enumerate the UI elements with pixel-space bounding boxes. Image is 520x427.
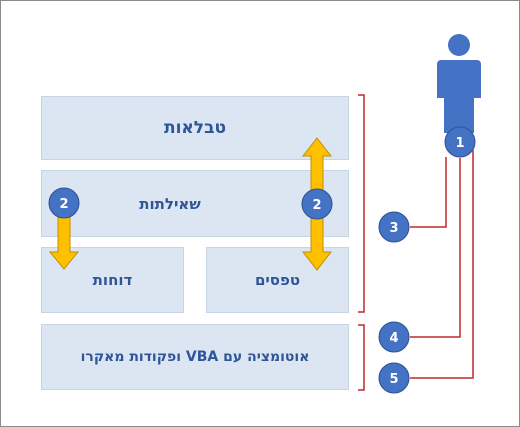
badge-bracket-vba-1: 4 <box>378 321 410 353</box>
bracket-vba <box>358 324 365 391</box>
svg-text:4: 4 <box>389 331 398 346</box>
badge-forms-arrow: 2 <box>301 188 333 220</box>
badge-bracket-top: 3 <box>378 211 410 243</box>
connector-3 <box>410 157 447 228</box>
bracket-top <box>358 94 365 313</box>
svg-text:2: 2 <box>59 197 68 212</box>
svg-text:1: 1 <box>455 136 464 151</box>
svg-text:5: 5 <box>389 372 398 387</box>
reports-label: דוחות <box>92 271 133 289</box>
badge-user: 1 <box>444 126 476 158</box>
badge-queries-arrow: 2 <box>48 187 80 219</box>
vba-box: אוטומציה עם VBA ופקודות מאקרו <box>41 324 349 390</box>
connector-4 <box>410 158 461 338</box>
badge-bracket-vba-2: 5 <box>378 362 410 394</box>
down-arrow <box>48 209 80 270</box>
forms-label: טפסים <box>254 271 301 289</box>
queries-label: שאילתות <box>139 194 201 213</box>
svg-text:2: 2 <box>312 198 321 213</box>
connector-5 <box>410 150 474 379</box>
tables-label: טבלאות <box>163 118 227 138</box>
user-icon <box>437 34 481 133</box>
tables-box: טבלאות <box>41 96 349 160</box>
queries-box: שאילתות <box>41 170 349 237</box>
svg-text:3: 3 <box>389 221 398 236</box>
vba-label: אוטומציה עם VBA ופקודות מאקרו <box>80 349 310 365</box>
